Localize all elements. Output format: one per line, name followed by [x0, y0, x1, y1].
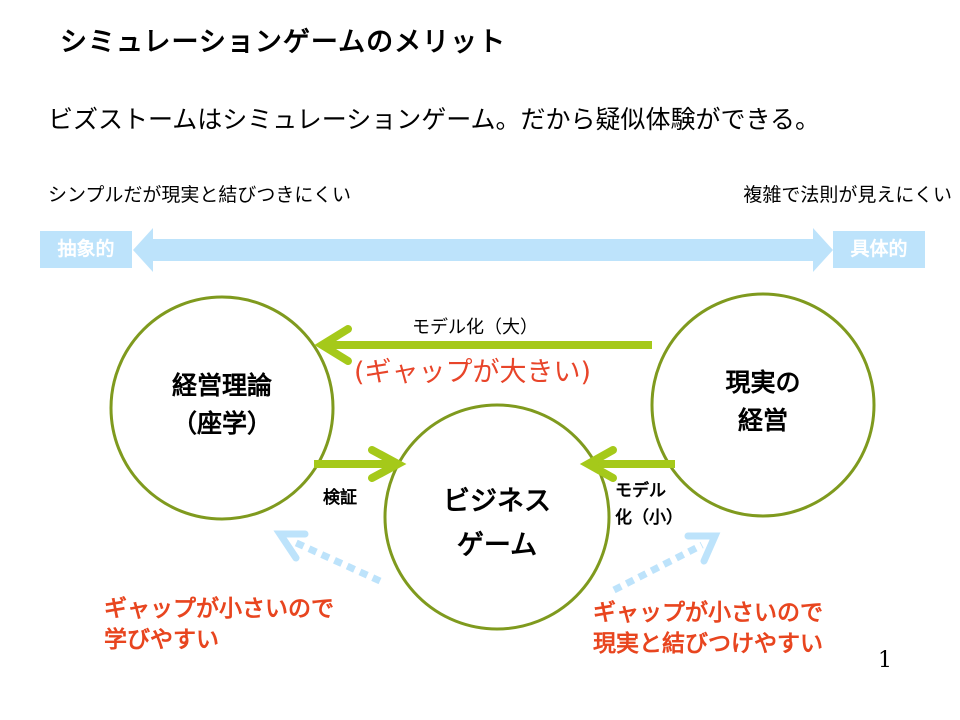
verify-label: 検証 — [323, 488, 357, 508]
concrete-tag: 具体的 — [833, 231, 925, 268]
verify-arrow — [314, 446, 407, 482]
model-small-line2: 化（小） — [615, 508, 683, 528]
abstract-tag: 抽象的 — [40, 231, 132, 268]
slide-subtitle: ビズストームはシミュレーションゲーム。だから疑似体験ができる。 — [48, 105, 821, 134]
gap-big-label: (ギャップが大きい) — [354, 357, 592, 388]
model-small-line1: モデル — [615, 481, 666, 501]
learn-note: ギャップが小さいので 学びやすい — [104, 594, 334, 656]
game-circle — [383, 403, 611, 631]
learn-note-line2: 学びやすい — [104, 627, 219, 653]
theory-circle — [109, 295, 335, 521]
model-small-arrow — [579, 446, 675, 482]
game-line1: ビジネス — [443, 486, 551, 517]
learn-note-line1: ギャップが小さいので — [104, 596, 334, 622]
reality-label: 現実の 経営 — [663, 364, 863, 440]
theory-line2: （座学） — [171, 409, 272, 438]
scale-double-arrow — [133, 228, 833, 272]
apply-dotted-arrow — [612, 532, 721, 594]
model-big-arrow — [314, 325, 652, 365]
reality-circle — [650, 292, 876, 518]
apply-note-line1: ギャップが小さいので — [593, 600, 823, 626]
theory-label: 経営理論 （座学） — [122, 367, 322, 443]
game-label: ビジネス ゲーム — [397, 480, 597, 568]
slide-title: シミュレーションゲームのメリット — [60, 27, 507, 58]
concrete-caption: 複雑で法則が見えにくい — [743, 184, 952, 206]
apply-note-line2: 現実と結びつけやすい — [593, 631, 823, 657]
learn-dotted-arrow — [273, 530, 382, 585]
reality-line2: 経営 — [737, 406, 788, 435]
abstract-caption: シンプルだが現実と結びつきにくい — [48, 184, 352, 206]
model-small-label: モデル 化（小） — [615, 478, 683, 532]
apply-note: ギャップが小さいので 現実と結びつけやすい — [593, 598, 823, 660]
model-big-label: モデル化（大） — [412, 317, 538, 338]
game-line2: ゲーム — [456, 530, 538, 561]
theory-line1: 経営理論 — [171, 371, 272, 400]
page-number: 1 — [878, 648, 892, 673]
reality-line1: 現実の — [725, 368, 801, 397]
